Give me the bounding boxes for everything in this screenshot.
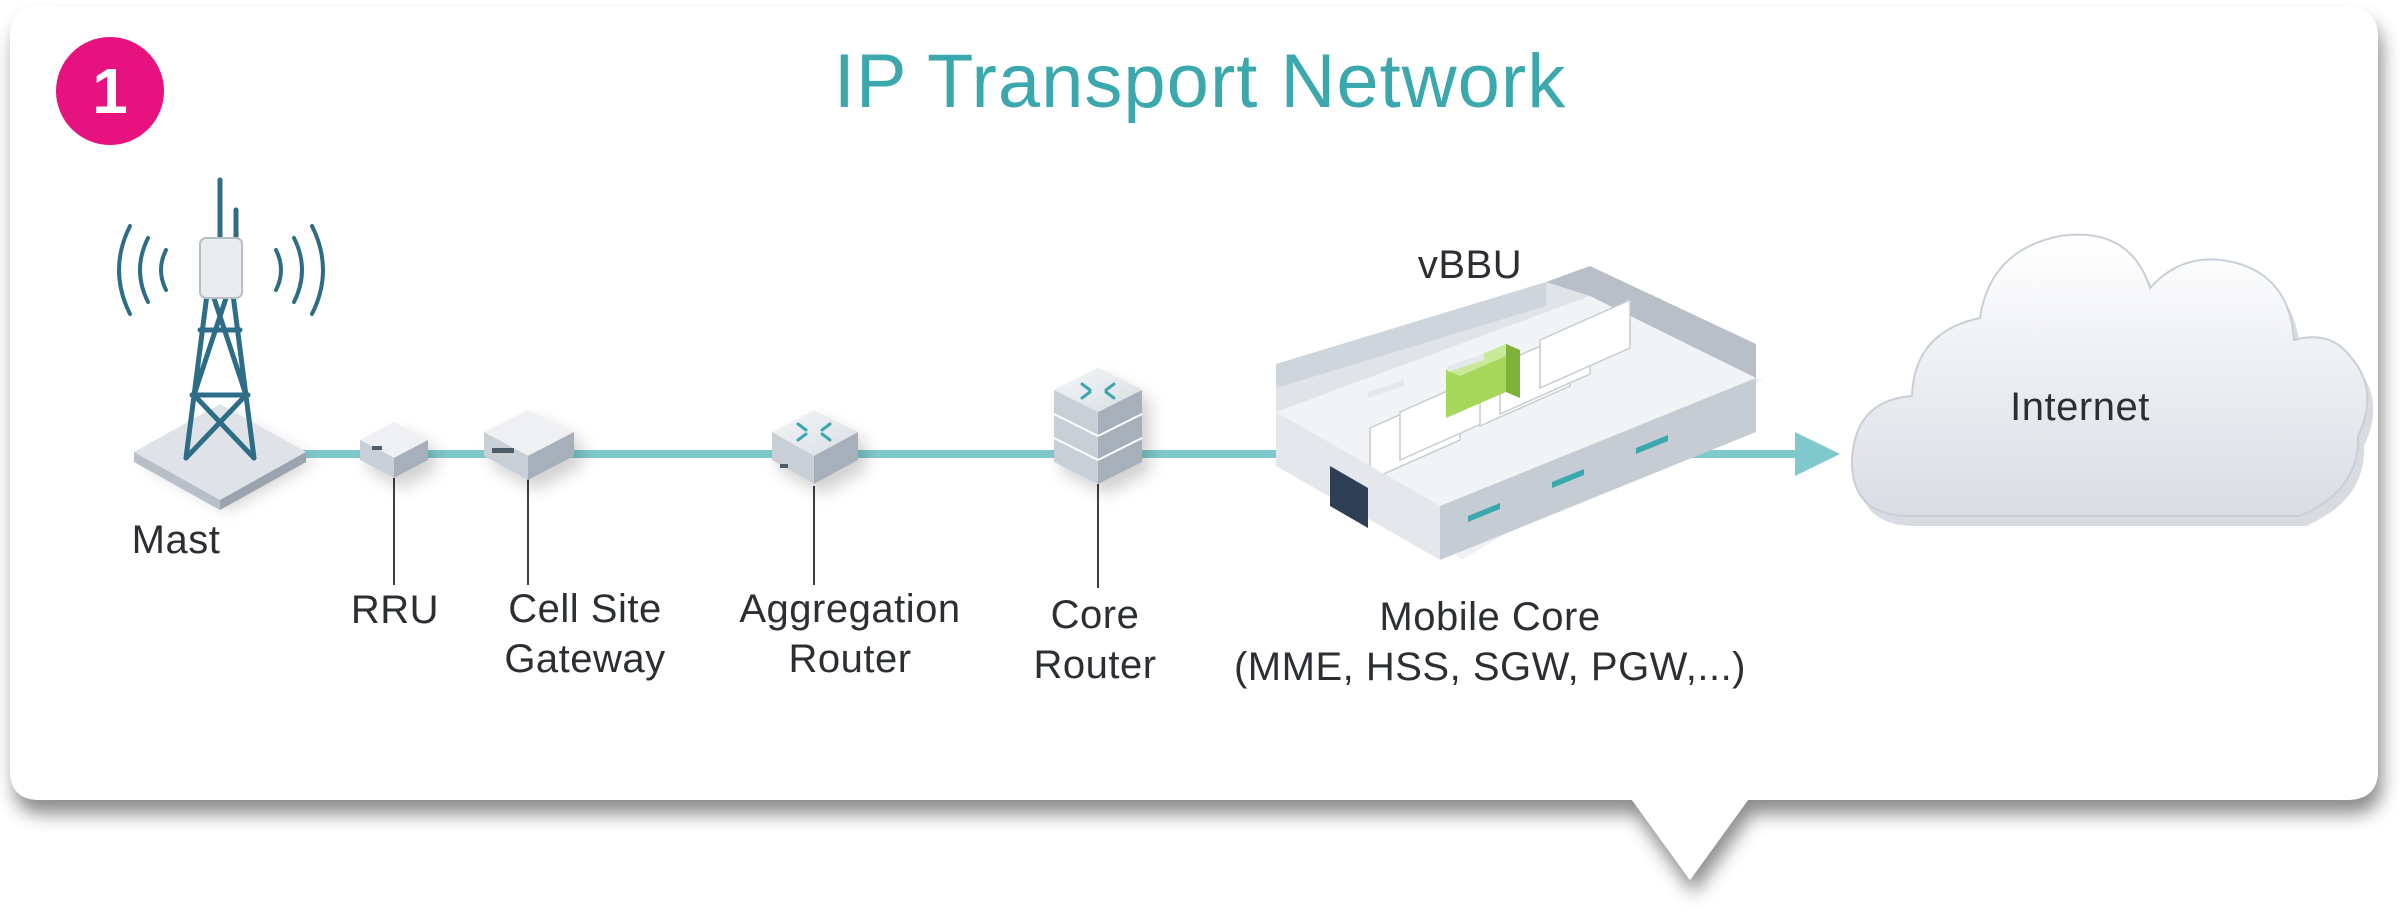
- diagram-title: IP Transport Network: [833, 39, 1567, 124]
- label-core-router-line2: Router: [1033, 643, 1157, 687]
- label-aggregation-router: Aggregation Router: [710, 584, 990, 684]
- label-aggregation-router-line2: Router: [788, 637, 912, 681]
- cloud-icon[interactable]: [1850, 233, 2374, 526]
- label-core-router: Core Router: [1000, 590, 1190, 690]
- gateway-device-icon[interactable]: [484, 410, 574, 480]
- label-mast: Mast: [131, 518, 221, 562]
- arrow-head-icon: [1795, 432, 1840, 476]
- label-mobile-core-line2: (MME, HSS, SGW, PGW,...): [1233, 645, 1747, 689]
- label-core-router-line1: Core: [1050, 593, 1140, 637]
- callout-panel: [10, 6, 2378, 880]
- label-internet: Internet: [2010, 385, 2150, 429]
- cell-tower-icon[interactable]: [117, 177, 325, 510]
- data-center-icon[interactable]: [1276, 266, 1762, 560]
- label-vbbu: vBBU: [1417, 243, 1523, 287]
- label-mobile-core-line1: Mobile Core: [1379, 595, 1601, 639]
- label-cell-site-gateway-line2: Gateway: [504, 637, 666, 681]
- step-number-badge: 1: [56, 37, 164, 145]
- label-rru: RRU: [350, 588, 440, 632]
- label-cell-site-gateway-line1: Cell Site: [508, 587, 662, 631]
- label-cell-site-gateway: Cell Site Gateway: [470, 584, 700, 684]
- label-mobile-core: Mobile Core (MME, HSS, SGW, PGW,...): [1210, 592, 1770, 692]
- label-aggregation-router-line1: Aggregation: [739, 587, 961, 631]
- core-router-icon[interactable]: [1053, 368, 1143, 484]
- router-icon[interactable]: [772, 410, 858, 484]
- rru-device-icon[interactable]: [360, 422, 428, 478]
- leader-lines: [393, 476, 1099, 588]
